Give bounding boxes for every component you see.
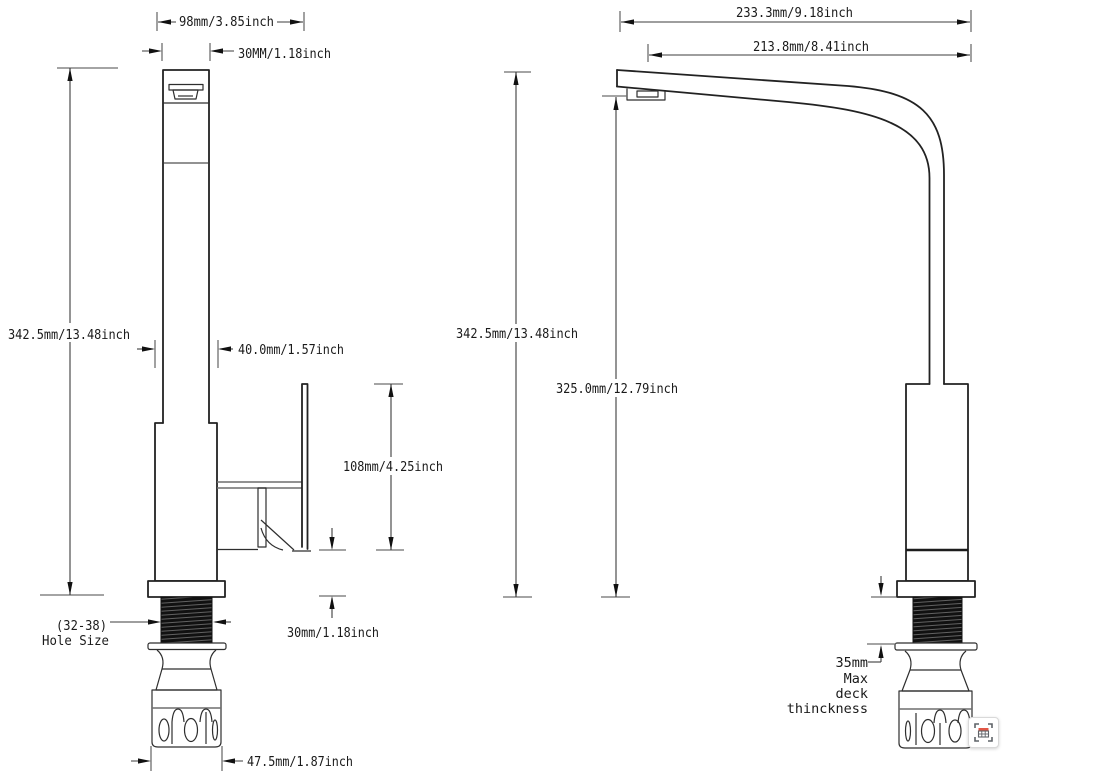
dim-handle-height-label: 108mm/4.25inch xyxy=(343,459,443,475)
deck-note-line1: 35mm xyxy=(835,655,868,671)
front-handle-lever xyxy=(301,383,309,550)
dimension-head-depth: 98mm/3.85inch xyxy=(156,12,305,31)
dim-side-total-height-label: 342.5mm/13.48inch xyxy=(456,326,578,342)
dim-overall-reach-label: 233.3mm/9.18inch xyxy=(736,5,853,21)
dimension-side-total-height: 342.5mm/13.48inch xyxy=(456,71,578,598)
side-threaded-shank xyxy=(912,596,963,644)
dimension-handle-clearance: 30mm/1.18inch xyxy=(287,528,379,641)
dim-base-width-label: 47.5mm/1.87inch xyxy=(247,754,353,770)
dimension-handle-height: 108mm/4.25inch xyxy=(343,383,443,551)
side-mounting-hardware xyxy=(894,642,978,749)
dimension-body-width: 40.0mm/1.57inch xyxy=(137,340,344,368)
dim-head-width-label: 30MM/1.18inch xyxy=(238,46,331,62)
deck-note-line2: Max xyxy=(844,671,868,687)
front-handle-pivot xyxy=(257,487,267,548)
dimension-spout-height: 325.0mm/12.79inch xyxy=(556,95,678,598)
hole-size-note-line1: (32-38) xyxy=(56,618,107,634)
dimension-head-width: 30MM/1.18inch xyxy=(142,43,331,62)
dimension-base-width: 47.5mm/1.87inch xyxy=(131,746,353,771)
front-handle xyxy=(217,383,311,552)
dim-spout-reach-label: 213.8mm/8.41inch xyxy=(753,39,869,55)
side-aerator xyxy=(626,88,666,101)
dim-head-depth-label: 98mm/3.85inch xyxy=(179,14,274,30)
dimension-overall-reach: 233.3mm/9.18inch xyxy=(619,5,972,32)
dim-spout-height-label: 325.0mm/12.79inch xyxy=(556,381,678,397)
side-body xyxy=(905,383,969,582)
hole-size-note-line2: Hole Size xyxy=(42,633,109,649)
front-threaded-shank xyxy=(160,596,213,644)
side-view: 233.3mm/9.18inch 213.8mm/8.41inch 342.5m… xyxy=(456,5,978,749)
table-scan-icon xyxy=(974,723,993,742)
front-view: 98mm/3.85inch 30MM/1.18inch 342.5mm/13.4… xyxy=(8,12,443,771)
deck-note-line3: deck xyxy=(835,686,868,702)
dim-front-total-height-label: 342.5mm/13.48inch xyxy=(8,327,130,343)
dimension-spout-reach: 213.8mm/8.41inch xyxy=(647,39,972,62)
dim-handle-clearance-label: 30mm/1.18inch xyxy=(287,625,379,641)
side-spout-inner xyxy=(616,85,931,385)
front-aerator xyxy=(168,83,204,100)
front-body xyxy=(154,422,218,582)
table-capture-button[interactable] xyxy=(968,717,999,748)
hole-size-note: (32-38) Hole Size xyxy=(42,618,231,649)
side-spout-outer xyxy=(616,69,945,385)
dim-body-width-label: 40.0mm/1.57inch xyxy=(238,342,344,358)
side-base-flange xyxy=(896,580,976,598)
front-mounting-hardware xyxy=(147,642,227,748)
front-spout-column xyxy=(162,69,210,424)
dimension-front-total-height: 342.5mm/13.48inch xyxy=(8,67,130,596)
dimension-deck-thickness: 35mm Max deck thinckness xyxy=(787,576,896,717)
deck-note-line4: thinckness xyxy=(787,701,868,717)
front-base-flange xyxy=(147,580,226,598)
